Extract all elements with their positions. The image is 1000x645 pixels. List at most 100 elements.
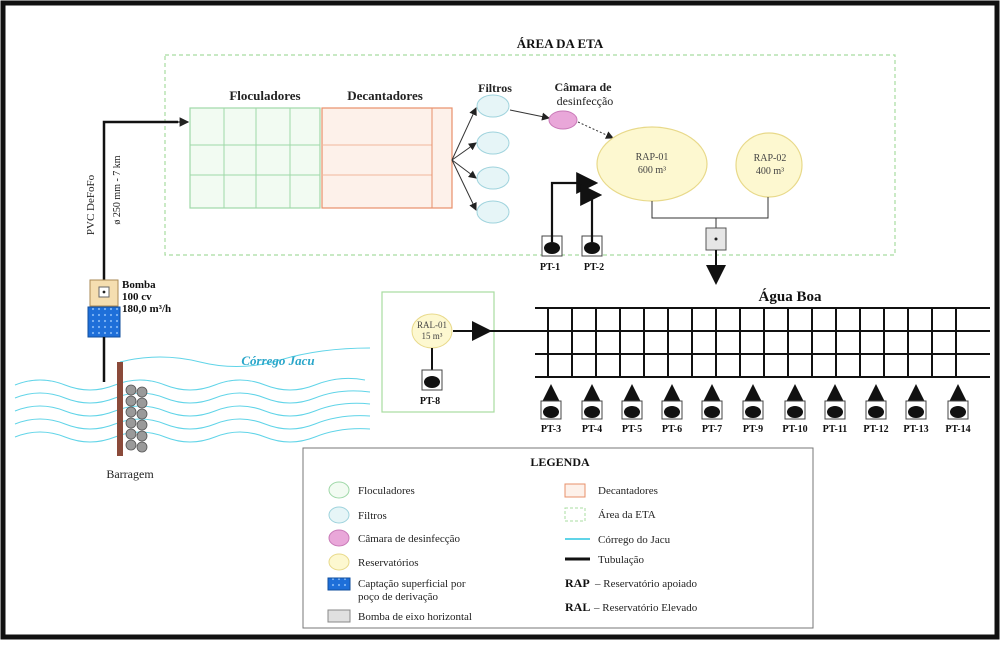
ral01-volume: 15 m³ [422, 331, 443, 341]
well-label: PT-9 [743, 424, 763, 435]
pump-flow: 180,0 m³/h [122, 303, 171, 315]
district-well: PT-12 [863, 384, 889, 435]
well-label: PT-7 [702, 424, 722, 435]
well-pump-icon [950, 406, 966, 418]
camara-label-line2: desinfecção [557, 94, 614, 108]
well-label: PT-3 [541, 424, 561, 435]
legend-bomba-swatch [327, 609, 351, 623]
ral01-name: RAL-01 [417, 320, 447, 330]
legend-bomba: Bomba de eixo horizontal [358, 611, 472, 623]
reservoir-rap02 [735, 132, 803, 198]
floculadores-block [189, 107, 321, 209]
legend-rap-desc: – Reservatório apoiado [594, 578, 698, 590]
filter-2 [476, 131, 510, 155]
decantador-filter-connectors [451, 107, 477, 211]
legend-ral-abbr: RAL [565, 600, 590, 614]
well-pump-icon [543, 406, 559, 418]
well-label: PT-12 [863, 424, 888, 435]
reservoir-rap01 [596, 126, 708, 202]
legend-filtros: Filtros [358, 510, 387, 522]
well-pump-icon [664, 406, 680, 418]
pipe-material-label: PVC DeFoFo [85, 174, 97, 235]
legend-floculador-swatch [328, 481, 350, 499]
chamber-to-rap01-arrow [577, 121, 614, 139]
district-well: PT-5 [621, 384, 643, 435]
filter-to-chamber-arrow [509, 109, 550, 121]
pt2-label: PT-2 [584, 262, 604, 273]
reservoir-outlet-piping [651, 197, 769, 228]
district-label: Água Boa [759, 288, 822, 305]
distribution-grid [535, 307, 990, 378]
legend-title: LEGENDA [530, 455, 590, 469]
ral01-area [381, 291, 495, 413]
well-label: PT-13 [903, 424, 928, 435]
well-label: PT-14 [945, 424, 970, 435]
legend-camara-swatch [328, 529, 350, 547]
decantadores-label: Decantadores [347, 88, 423, 103]
well-pt2: PT-2 [581, 235, 604, 273]
legend-captacao-line1: Captação superficial por [358, 578, 466, 590]
legend-decantadores: Decantadores [598, 485, 658, 497]
district-well: PT-13 [903, 384, 929, 435]
legend-floculadores: Floculadores [358, 485, 415, 497]
well-pump-icon [827, 406, 843, 418]
raw-water-main [102, 120, 178, 280]
legend-tubulacao: Tubulação [598, 554, 645, 566]
legend-camara: Câmara de desinfecção [358, 533, 460, 545]
district-well: PT-7 [701, 384, 723, 435]
legend-ral-desc: – Reservatório Elevado [593, 602, 698, 614]
wells-to-rap01-piping [550, 172, 603, 242]
district-well: PT-10 [782, 384, 808, 435]
dam-rocks [125, 384, 148, 453]
filtros-label: Filtros [478, 81, 512, 95]
pipe-spec-label: ø 250 mm - 7 km [112, 155, 123, 224]
legend-area-eta: Área da ETA [598, 509, 656, 521]
filters-group [476, 94, 510, 224]
well-pump-icon [745, 406, 761, 418]
well-label: PT-5 [622, 424, 642, 435]
legend-box [302, 447, 814, 629]
district-well: PT-11 [823, 384, 848, 435]
legend-captacao-swatch [327, 577, 351, 591]
well-pump-icon [624, 406, 640, 418]
well-pump-icon [584, 406, 600, 418]
eta-area-title: ÁREA DA ETA [517, 36, 604, 51]
legend-filtro-swatch [328, 506, 350, 524]
pt1-label: PT-1 [540, 262, 560, 273]
filter-1 [476, 94, 510, 118]
dam-wall [117, 362, 123, 456]
well-pump-icon [908, 406, 924, 418]
district-well: PT-14 [945, 384, 971, 435]
legend-reservatorio-swatch [328, 553, 350, 571]
legend-captacao-line2: poço de derivação [358, 591, 439, 603]
filter-3 [476, 166, 510, 190]
legend-rap-abbr: RAP [565, 576, 590, 590]
district-well: PT-9 [742, 384, 764, 435]
well-label: PT-4 [582, 424, 602, 435]
pump-name: Bomba [122, 279, 156, 291]
stream-waves [14, 347, 371, 443]
well-label: PT-11 [823, 424, 848, 435]
disinfection-chamber [548, 110, 578, 130]
rap01-volume: 600 m³ [638, 165, 666, 176]
well-pump-icon [787, 406, 803, 418]
pump-power: 100 cv [122, 291, 152, 303]
eta-area-boundary [164, 54, 896, 256]
district-well: PT-4 [581, 384, 603, 435]
well-pump-icon [704, 406, 720, 418]
legend-reservatorios: Reservatórios [358, 557, 418, 569]
district-well: PT-6 [661, 384, 683, 435]
surface-intake [87, 306, 121, 338]
well-pump-icon [868, 406, 884, 418]
legend-corrego: Córrego do Jacu [598, 534, 671, 546]
pt8-label: PT-8 [420, 396, 440, 407]
well-pt1: PT-1 [540, 235, 563, 273]
decantadores-block [321, 107, 453, 209]
rap01-name: RAP-01 [636, 152, 669, 163]
dam-label: Barragem [106, 467, 154, 481]
well-label: PT-10 [782, 424, 807, 435]
legend-area-eta-swatch [564, 507, 586, 522]
stream-label: Córrego Jacu [241, 353, 314, 368]
floculadores-label: Floculadores [229, 88, 300, 103]
